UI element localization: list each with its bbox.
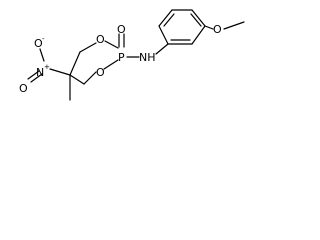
bond-ring-5 bbox=[191, 25, 206, 45]
charge-nitro-n: + bbox=[44, 63, 50, 71]
bond-o2-ch2 bbox=[83, 71, 97, 85]
bond-ch2-o1 bbox=[79, 42, 97, 53]
molecule-svg: O O P O NH N + O - O O bbox=[19, 9, 245, 101]
atom-o-phosphoryl: O bbox=[117, 23, 126, 36]
bond-o1-p bbox=[104, 40, 119, 49]
atom-phosphorus: P bbox=[118, 51, 125, 64]
bond-nh-aryl bbox=[155, 43, 169, 55]
atom-o-methoxy: O bbox=[213, 23, 222, 36]
bond-nitro-o-double-1 bbox=[27, 70, 40, 80]
atom-nitro-n: N bbox=[36, 66, 44, 79]
bond-ch2-c5 bbox=[69, 74, 85, 85]
structure-diagram: O O P O NH N + O - O O bbox=[0, 0, 254, 136]
atom-o-ring-1: O bbox=[96, 33, 105, 46]
atom-nh: NH bbox=[139, 51, 156, 64]
bond-ring-inner-1 bbox=[163, 13, 175, 27]
bond-ring-2 bbox=[158, 9, 173, 27]
atom-nitro-o-bottom: O bbox=[19, 82, 28, 95]
bond-ring-inner-2 bbox=[190, 13, 202, 27]
bond-nitro-o-top bbox=[39, 48, 45, 62]
atom-nitro-o-top: O bbox=[34, 37, 43, 50]
atom-o-ring-2: O bbox=[96, 66, 105, 79]
bond-ring-4 bbox=[191, 9, 206, 27]
bond-nitro-o-double-2 bbox=[30, 73, 43, 83]
charge-nitro-o-top: - bbox=[42, 35, 45, 43]
bond-ring-1 bbox=[158, 25, 169, 45]
bond-o-methyl bbox=[223, 21, 245, 30]
bond-c5-ch2 bbox=[69, 51, 81, 76]
bond-p-o2 bbox=[103, 59, 119, 70]
bond-aryl-o-methoxy bbox=[204, 25, 214, 30]
bond-c5-nitro bbox=[49, 68, 71, 76]
